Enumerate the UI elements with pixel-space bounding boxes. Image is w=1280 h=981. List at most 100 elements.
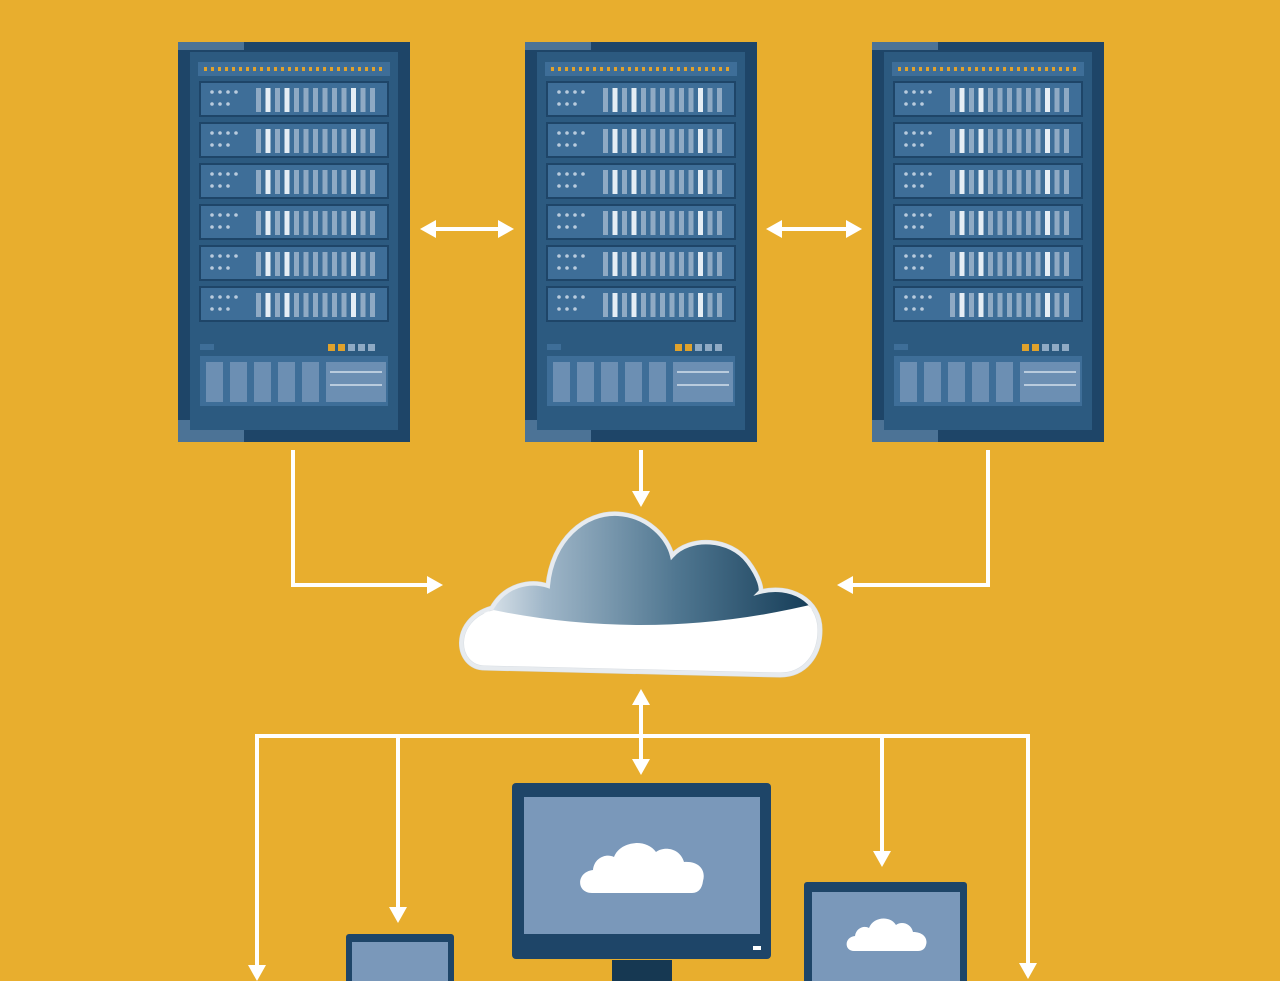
drive-bay [313, 252, 318, 276]
drive-bay [988, 88, 993, 112]
drive-bay [294, 211, 299, 235]
drive-bay [959, 170, 965, 194]
led-dot [210, 131, 214, 135]
led-dot [912, 172, 916, 176]
drive-bay [631, 252, 637, 276]
bottom-bay [948, 362, 965, 402]
led-dot [912, 254, 916, 258]
indicator-light [685, 344, 692, 351]
drive-bay [1054, 170, 1060, 194]
drive-bay [988, 293, 993, 317]
drive-bay [1016, 170, 1022, 194]
drive-bay [978, 170, 984, 194]
bottom-display [673, 362, 733, 402]
bottom-bay [278, 362, 295, 402]
vent-dot [607, 67, 610, 71]
vent-dot [302, 67, 305, 71]
server-rack-left [178, 42, 410, 442]
drive-bay [1045, 252, 1050, 276]
vent-dot [989, 67, 992, 71]
vent-dot [628, 67, 631, 71]
drive-bay [1007, 88, 1012, 112]
led-dot [218, 184, 222, 188]
vent-dot [1066, 67, 1069, 71]
rack-vent [892, 62, 1084, 76]
vent-dot [719, 67, 722, 71]
drive-bay [603, 252, 608, 276]
led-dot [557, 254, 561, 258]
led-dot [210, 184, 214, 188]
vent-dot [232, 67, 235, 71]
vent-dot [656, 67, 659, 71]
drive-bay [603, 129, 608, 153]
led-dot [573, 184, 577, 188]
led-dot [210, 90, 214, 94]
drive-bay [265, 170, 271, 194]
led-dot [557, 102, 561, 106]
drive-bay [360, 129, 366, 153]
drive-bay [679, 88, 684, 112]
vent-dot [1017, 67, 1020, 71]
drive-bay [1016, 129, 1022, 153]
vent-dot [337, 67, 340, 71]
drive-bay [1035, 129, 1041, 153]
led-dot [573, 295, 577, 299]
drive-bay [698, 88, 703, 112]
drive-bay [641, 170, 646, 194]
vent-dot [1031, 67, 1034, 71]
drive-bay [698, 129, 703, 153]
drive-bay [969, 293, 974, 317]
drive-bay [669, 211, 675, 235]
led-dot [904, 131, 908, 135]
drive-bay [284, 88, 290, 112]
drive-bay [717, 129, 722, 153]
drive-bay [660, 129, 665, 153]
drive-bay [978, 129, 984, 153]
drive-bay [1045, 170, 1050, 194]
led-dot [904, 172, 908, 176]
led-dot [218, 266, 222, 270]
drive-bay [360, 211, 366, 235]
drive-bay [603, 88, 608, 112]
led-dot [557, 143, 561, 147]
bottom-bay [625, 362, 642, 402]
led-dot [912, 295, 916, 299]
drive-bay [1035, 170, 1041, 194]
led-dot [920, 184, 924, 188]
led-dot [920, 254, 924, 258]
led-dot [573, 143, 577, 147]
drive-bay [717, 293, 722, 317]
drive-bay [631, 88, 637, 112]
drive-bay [322, 170, 328, 194]
drive-bay [360, 293, 366, 317]
led-dot [904, 102, 908, 106]
drive-bay [1007, 293, 1012, 317]
vent-dot [975, 67, 978, 71]
drive-bay [332, 170, 337, 194]
drive-bay [660, 293, 665, 317]
led-dot [210, 307, 214, 311]
drive-bay [256, 293, 261, 317]
led-dot [234, 172, 238, 176]
arrowheads [248, 220, 1037, 981]
vent-dot [281, 67, 284, 71]
vent-dot [1045, 67, 1048, 71]
drive-bay [1064, 252, 1069, 276]
led-dot [920, 90, 924, 94]
drive-bay [303, 170, 309, 194]
drive-bay [1007, 211, 1012, 235]
drive-bay [370, 252, 375, 276]
vent-dot [253, 67, 256, 71]
drive-bay [997, 88, 1003, 112]
indicator-light [328, 344, 335, 351]
drive-bay [660, 170, 665, 194]
drive-bay [303, 293, 309, 317]
vent-dot [225, 67, 228, 71]
drive-bay [351, 129, 356, 153]
drive-bay [988, 129, 993, 153]
led-dot [218, 254, 222, 258]
vent-dot [919, 67, 922, 71]
indicator-light [368, 344, 375, 351]
drive-bay [622, 211, 627, 235]
